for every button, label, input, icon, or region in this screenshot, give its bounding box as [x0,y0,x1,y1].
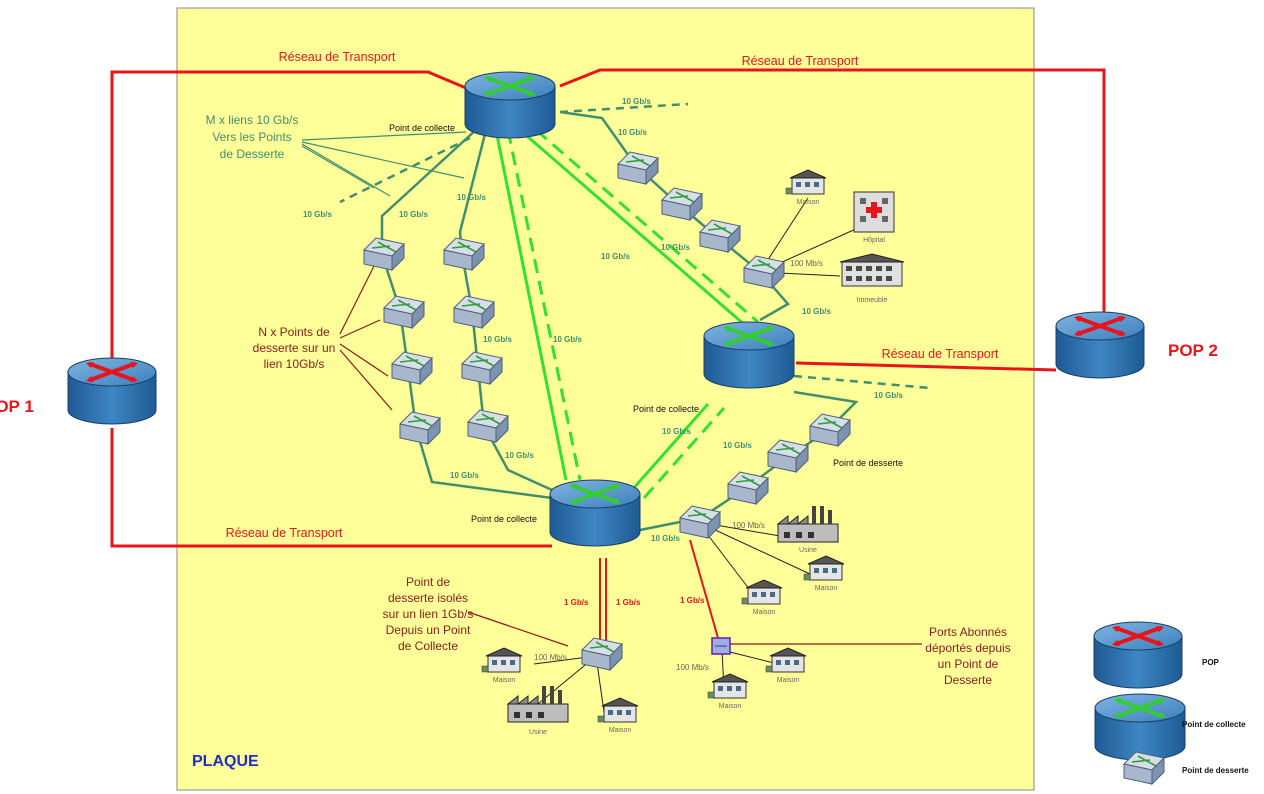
collecte-router-right [702,320,796,390]
building-label-maison: Maison [753,609,776,616]
link-label-10g: 10 Gb/s [662,427,691,436]
hospital-icon [853,191,895,233]
link-label-10g: 10 Gb/s [651,534,680,543]
collecte-router-bottom [548,478,642,548]
link-label-10g: 10 Gb/s [618,128,647,137]
building-label-maison: Maison [815,585,838,592]
backbone-links [494,128,747,491]
link-label-10g: 10 Gb/s [399,210,428,219]
m-liens-line-3: de Desserte [220,147,285,161]
link-label-10g: 10 Gb/s [553,335,582,344]
one-gig-links [599,539,719,642]
legend-pop-icon [1092,620,1184,690]
collecte-label-top: Point de collecte [389,123,455,133]
plaque-zone [176,7,1035,791]
plaque-label: PLAQUE [192,753,259,770]
backbone-dashed-links [506,128,759,499]
n-points-line-2: desserte sur un [253,341,336,355]
link-label-1g: 1 Gb/s [680,596,705,605]
link-label-10g: 10 Gb/s [723,441,752,450]
legend-desserte-label: Point de desserte [1182,766,1249,775]
transport-label-top-right: Réseau de Transport [742,54,859,68]
pop1-router [66,356,158,426]
pop2-label: POP 2 [1168,341,1218,360]
building-label-maison: Maison [797,199,820,206]
building-label-maison: Maison [719,703,742,710]
link-label-10g: 10 Gb/s [601,252,630,261]
link-label-100m: 100 Mb/s [676,663,709,672]
transport-label-top-left: Réseau de Transport [279,50,396,64]
n-points-line-3: lien 10Gb/s [264,357,325,371]
immeuble-icon [839,253,905,287]
ports-line-4: Desserte [944,673,992,687]
transport-links [110,68,1106,548]
building-label-maison: Maison [493,677,516,684]
collecte-label-right: Point de collecte [633,404,699,414]
building-label-hopital: Hôpital [863,237,885,244]
m-liens-line-1: M x liens 10 Gb/s [206,113,299,127]
building-label-usine: Usine [529,729,547,736]
legend-collecte-label: Point de collecte [1182,720,1246,729]
link-label-10g: 10 Gb/s [505,451,534,460]
link-label-100m: 100 Mb/s [534,653,567,662]
link-label-10g: 10 Gb/s [457,193,486,202]
legend-collecte-icon [1093,692,1187,762]
desserte-label: Point de desserte [833,458,903,468]
transport-label-right: Réseau de Transport [882,347,999,361]
link-label-10g: 10 Gb/s [303,210,332,219]
link-label-1g: 1 Gb/s [564,598,589,607]
link-label-10g: 10 Gb/s [661,243,690,252]
m-liens-line-2: Vers les Points [212,130,291,144]
isoles-line-4: Depuis un Point [386,623,471,637]
link-label-1g: 1 Gb/s [616,598,641,607]
link-label-10g: 10 Gb/s [450,471,479,480]
dashed-short-links [339,102,931,390]
pop2-router [1054,310,1146,380]
link-label-10g: 10 Gb/s [874,391,903,400]
isoles-line-5: de Collecte [398,639,458,653]
building-label-immeuble: Immeuble [857,297,888,304]
collecte-router-top [463,70,557,140]
legend-pop-label: POP [1202,658,1220,667]
link-label-100m: 100 Mb/s [732,521,765,530]
link-label-10g: 10 Gb/s [802,307,831,316]
buildings [481,169,905,723]
link-label-10g: 10 Gb/s [483,335,512,344]
building-label-maison: Maison [777,677,800,684]
building-label-maison: Maison [609,727,632,734]
transport-label-bottom: Réseau de Transport [226,526,343,540]
m-liens-arrows [301,131,467,197]
link-label-10g: 10 Gb/s [622,97,651,106]
ports-line-1: Ports Abonnés [929,625,1007,639]
pop1-label: POP 1 [0,397,34,416]
ports-line-3: un Point de [938,657,999,671]
isoles-line-3: sur un lien 1Gb/s [383,607,474,621]
n-points-arrows [339,265,922,647]
building-label-usine: Usine [799,547,817,554]
link-label-100m: 100 Mb/s [790,259,823,268]
n-points-line-1: N x Points de [258,325,330,339]
isoles-line-1: Point de [406,575,450,589]
ports-line-2: déportés depuis [925,641,1010,655]
collecte-label-bottom: Point de collecte [471,514,537,524]
isoles-line-2: desserte isolés [388,591,468,605]
